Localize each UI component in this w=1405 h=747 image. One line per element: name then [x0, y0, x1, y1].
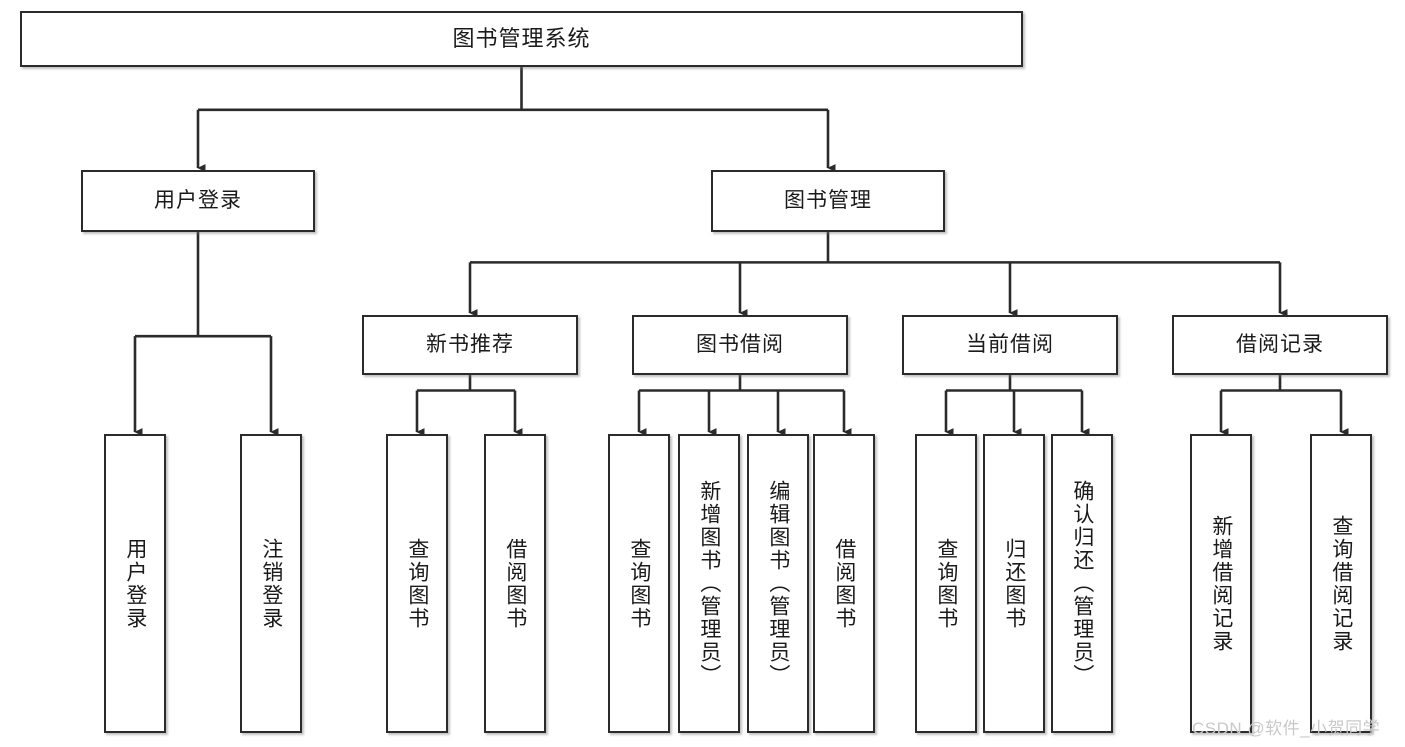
node-leaf-edit-book[interactable]: 编辑图书（管理员） [747, 434, 809, 733]
node-book-borrow[interactable]: 图书借阅 [632, 315, 848, 375]
node-book-manage[interactable]: 图书管理 [711, 170, 945, 232]
node-new-book-recommend[interactable]: 新书推荐 [362, 315, 578, 375]
node-user-login[interactable]: 用户登录 [81, 170, 315, 232]
node-leaf-add-book[interactable]: 新增图书（管理员） [678, 434, 740, 733]
node-leaf-query-book-1[interactable]: 查询图书 [386, 434, 448, 733]
node-leaf-logout[interactable]: 注销登录 [240, 434, 302, 733]
node-root[interactable]: 图书管理系统 [20, 11, 1023, 67]
node-leaf-borrow-book-2[interactable]: 借阅图书 [813, 434, 875, 733]
node-leaf-borrow-book-1[interactable]: 借阅图书 [484, 434, 546, 733]
node-borrow-record[interactable]: 借阅记录 [1172, 315, 1388, 375]
node-leaf-confirm-return[interactable]: 确认归还（管理员） [1051, 434, 1113, 733]
node-leaf-query-book-2[interactable]: 查询图书 [608, 434, 670, 733]
node-leaf-return-book[interactable]: 归还图书 [983, 434, 1045, 733]
node-leaf-user-login[interactable]: 用户登录 [104, 434, 166, 733]
node-leaf-query-book-3[interactable]: 查询图书 [915, 434, 977, 733]
csdn-watermark: CSDN @软件_小贺同学 [1192, 719, 1381, 738]
node-leaf-add-record[interactable]: 新增借阅记录 [1190, 434, 1252, 733]
node-leaf-query-record[interactable]: 查询借阅记录 [1310, 434, 1372, 733]
node-current-borrow[interactable]: 当前借阅 [902, 315, 1118, 375]
